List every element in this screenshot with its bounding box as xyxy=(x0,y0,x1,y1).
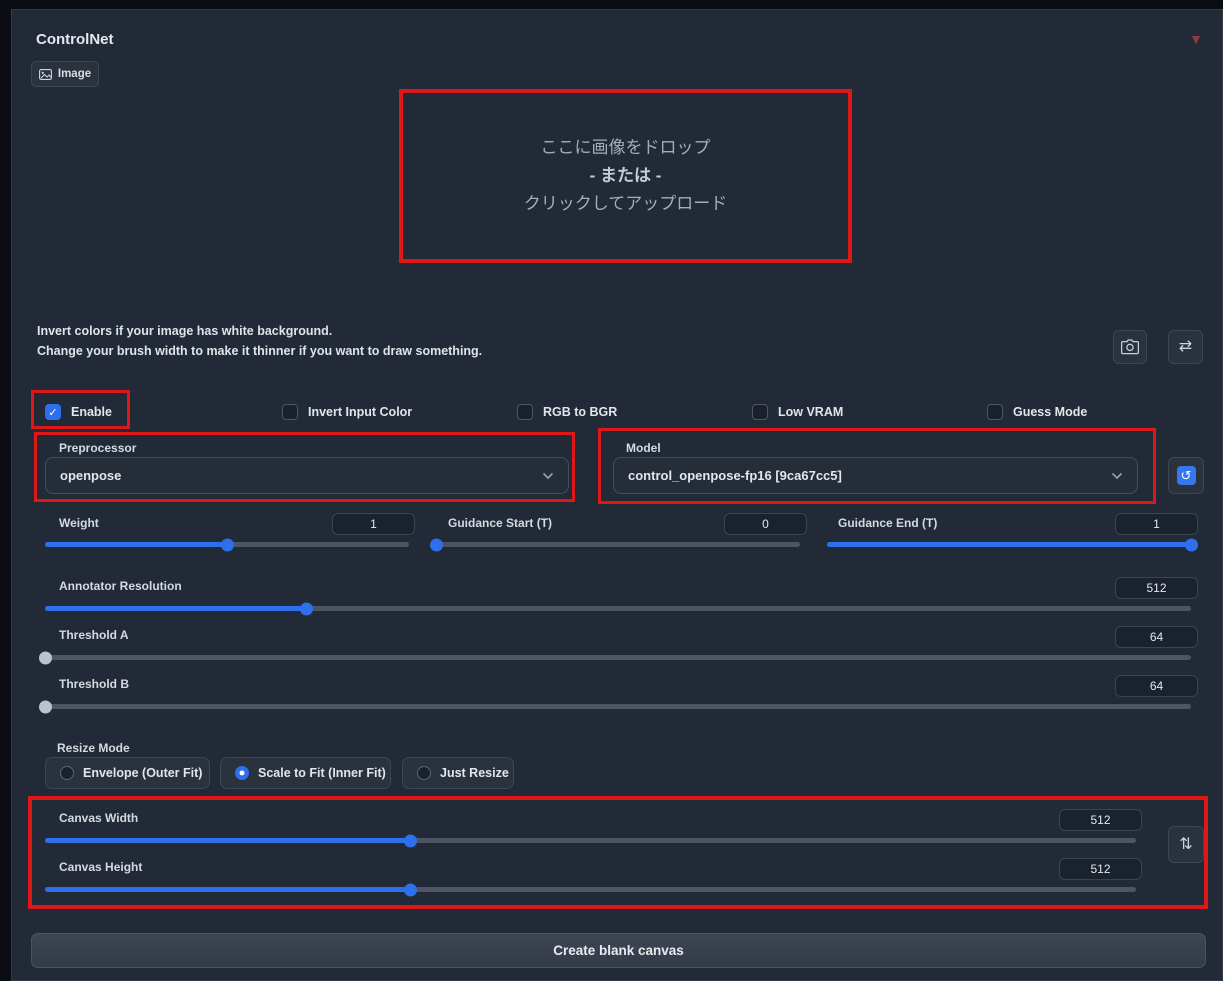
low-vram-checkbox[interactable]: ✓ Low VRAM xyxy=(752,404,843,420)
resize-envelope-label: Envelope (Outer Fit) xyxy=(83,766,203,780)
invert-input-color-checkbox[interactable]: ✓ Invert Input Color xyxy=(282,404,412,420)
weight-label: Weight xyxy=(59,516,99,530)
model-label: Model xyxy=(626,441,661,455)
threshold-a-slider[interactable] xyxy=(38,651,1191,664)
rgb-to-bgr-label: RGB to BGR xyxy=(543,405,618,419)
weight-input[interactable] xyxy=(332,513,415,535)
guidance-end-slider[interactable] xyxy=(827,538,1198,551)
resize-just-resize-radio[interactable]: Just Resize xyxy=(402,757,514,789)
guidance-start-label: Guidance Start (T) xyxy=(448,516,553,530)
annotator-resolution-slider[interactable] xyxy=(45,602,1191,615)
preprocessor-label: Preprocessor xyxy=(59,441,137,455)
resize-just-resize-radio-circle xyxy=(417,766,431,780)
canvas-width-input[interactable] xyxy=(1059,809,1142,831)
chevron-down-icon xyxy=(542,472,554,480)
low-vram-label: Low VRAM xyxy=(778,405,844,419)
dropzone-line3: クリックしてアップロード xyxy=(523,194,728,213)
threshold-a-label: Threshold A xyxy=(59,628,129,642)
guess-mode-checkbox[interactable]: ✓ Guess Mode xyxy=(987,404,1087,420)
preprocessor-dropdown[interactable]: openpose xyxy=(45,457,569,494)
chevron-down-icon xyxy=(1111,472,1123,480)
threshold-a-slider-thumb[interactable] xyxy=(38,651,52,664)
enable-checkbox-label: Enable xyxy=(71,405,112,419)
image-dropzone[interactable]: ここに画像をドロップ - または - クリックしてアップロード xyxy=(399,89,852,263)
canvas-width-slider[interactable] xyxy=(45,834,1136,847)
canvas-height-input[interactable] xyxy=(1059,858,1142,880)
resize-scale-to-fit-label: Scale to Fit (Inner Fit) xyxy=(258,766,386,780)
note-brush-width: Change your brush width to make it thinn… xyxy=(37,344,483,358)
threshold-b-slider[interactable] xyxy=(38,700,1191,713)
rgb-to-bgr-checkbox[interactable]: ✓ RGB to BGR xyxy=(517,404,617,420)
annotator-resolution-label: Annotator Resolution xyxy=(59,579,182,593)
low-vram-box: ✓ xyxy=(752,404,768,420)
threshold-a-input[interactable] xyxy=(1115,626,1198,648)
resize-envelope-radio-circle xyxy=(60,766,74,780)
annotation-canvas-size xyxy=(28,796,1208,909)
dropzone-line1: ここに画像をドロップ xyxy=(540,138,711,157)
canvas-height-slider[interactable] xyxy=(45,883,1136,896)
guidance-end-label: Guidance End (T) xyxy=(838,516,938,530)
swap-vertical-icon: ⇅ xyxy=(1179,835,1193,853)
resize-scale-to-fit-radio[interactable]: Scale to Fit (Inner Fit) xyxy=(220,757,391,789)
collapse-chevron-icon[interactable]: ▼ xyxy=(1189,31,1203,47)
guidance-end-slider-thumb[interactable] xyxy=(1184,538,1198,551)
resize-envelope-radio[interactable]: Envelope (Outer Fit) xyxy=(45,757,210,789)
threshold-b-input[interactable] xyxy=(1115,675,1198,697)
threshold-b-slider-thumb[interactable] xyxy=(38,700,52,713)
swap-horizontal-icon: ⇄ xyxy=(1178,338,1193,355)
model-value: control_openpose-fp16 [9ca67cc5] xyxy=(628,468,842,483)
image-icon xyxy=(38,68,52,80)
dropzone-line2: - または - xyxy=(589,166,662,185)
tab-image[interactable]: Image xyxy=(31,61,99,87)
canvas-height-label: Canvas Height xyxy=(59,860,143,874)
create-blank-canvas-button[interactable]: Create blank canvas xyxy=(31,933,1206,968)
guess-mode-label: Guess Mode xyxy=(1013,405,1088,419)
webcam-button[interactable] xyxy=(1113,330,1147,364)
panel-title: ControlNet xyxy=(36,31,114,48)
controlnet-panel: ControlNet ▼ Image ここに画像をドロップ - または - クリ… xyxy=(11,9,1223,981)
weight-slider[interactable] xyxy=(45,538,409,551)
annotator-resolution-input[interactable] xyxy=(1115,577,1198,599)
resize-mode-label: Resize Mode xyxy=(57,741,130,755)
resize-scale-to-fit-radio-circle xyxy=(235,766,249,780)
guidance-start-slider[interactable] xyxy=(429,538,800,551)
model-dropdown[interactable]: control_openpose-fp16 [9ca67cc5] xyxy=(613,457,1138,494)
check-icon: ✓ xyxy=(48,406,58,419)
guidance-end-input[interactable] xyxy=(1115,513,1198,535)
preprocessor-value: openpose xyxy=(60,468,122,483)
invert-input-color-label: Invert Input Color xyxy=(308,405,413,419)
camera-icon xyxy=(1121,339,1139,355)
canvas-width-slider-thumb[interactable] xyxy=(403,834,417,847)
refresh-models-button[interactable]: ↺ xyxy=(1168,457,1204,494)
canvas-width-label: Canvas Width xyxy=(59,811,139,825)
tab-image-label: Image xyxy=(57,68,92,80)
annotator-resolution-slider-thumb[interactable] xyxy=(299,602,313,615)
weight-slider-thumb[interactable] xyxy=(220,538,234,551)
swap-horizontal-button[interactable]: ⇄ xyxy=(1168,330,1203,364)
threshold-b-label: Threshold B xyxy=(59,677,130,691)
enable-checkbox-box: ✓ xyxy=(45,404,61,420)
guess-mode-box: ✓ xyxy=(987,404,1003,420)
refresh-icon: ↺ xyxy=(1176,466,1196,485)
invert-input-color-box: ✓ xyxy=(282,404,298,420)
guidance-start-slider-thumb[interactable] xyxy=(429,538,443,551)
swap-dimensions-button[interactable]: ⇅ xyxy=(1168,826,1204,863)
note-invert-colors: Invert colors if your image has white ba… xyxy=(37,324,333,338)
resize-just-resize-label: Just Resize xyxy=(440,766,509,780)
guidance-start-input[interactable] xyxy=(724,513,807,535)
rgb-to-bgr-box: ✓ xyxy=(517,404,533,420)
canvas-height-slider-thumb[interactable] xyxy=(403,883,417,896)
enable-checkbox[interactable]: ✓ Enable xyxy=(45,404,112,420)
